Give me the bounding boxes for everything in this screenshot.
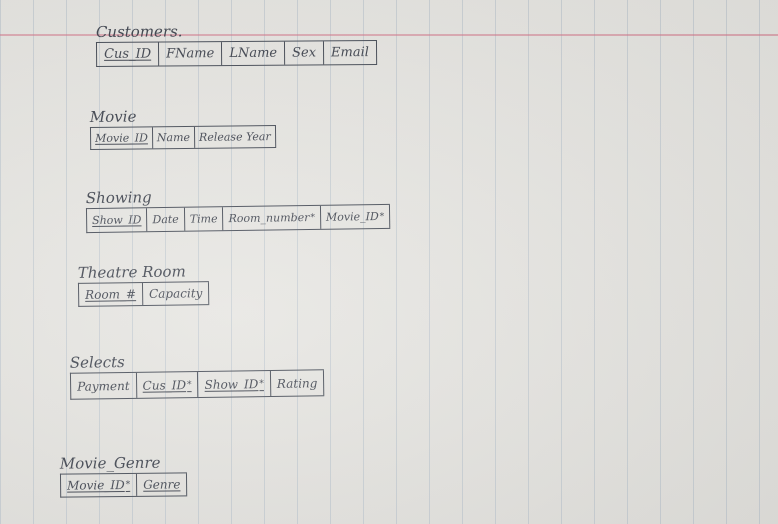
field-cell: Sex: [284, 41, 325, 65]
field-cell: Show_ID: [198, 370, 272, 397]
field-cell: LName: [222, 41, 286, 66]
field-cell: Email: [323, 41, 377, 65]
field-cell: Cus_ID: [96, 42, 160, 66]
table-theatre-room: Theatre Room Room_# Capacity: [77, 262, 210, 307]
field-cell: Movie_ID: [90, 127, 153, 149]
field-cell: Rating: [270, 370, 325, 396]
field-row: Room_# Capacity: [77, 281, 210, 307]
field-cell: Time: [184, 207, 224, 231]
field-cell: Capacity: [142, 282, 210, 306]
field-cell: Payment: [70, 372, 137, 399]
table-title: Movie: [89, 107, 137, 126]
table-title: Showing: [85, 188, 152, 208]
table-title: Theatre Room: [77, 262, 186, 282]
field-cell: Room_number: [223, 205, 322, 231]
table-title: Selects: [69, 353, 125, 372]
table-showing: Showing Show_ID Date Time Room_number Mo…: [85, 187, 391, 234]
field-cell: Cus_ID: [136, 371, 199, 398]
field-row: Payment Cus_ID Show_ID Rating: [69, 369, 325, 400]
table-customers: Customers. Cus_ID FName LName Sex Email: [95, 22, 377, 67]
field-cell: FName: [159, 42, 223, 66]
field-cell: Movie_ID: [320, 204, 391, 229]
field-cell: Name: [152, 126, 196, 149]
field-cell: Show_ID: [86, 208, 148, 233]
table-movie-genre: Movie_Genre Movie_ID Genre: [59, 453, 188, 498]
field-row: Show_ID Date Time Room_number Movie_ID: [85, 203, 391, 234]
field-cell: Movie_ID: [60, 473, 138, 497]
field-cell: Release Year: [194, 126, 276, 148]
table-selects: Selects Payment Cus_ID Show_ID Rating: [70, 352, 325, 400]
table-title: Customers.: [95, 22, 183, 41]
field-cell: Date: [147, 207, 185, 232]
table-movie: Movie Movie_ID Name Release Year: [89, 107, 276, 150]
margin-line: [0, 34, 778, 36]
field-row: Cus_ID FName LName Sex Email: [95, 40, 377, 67]
table-title: Movie_Genre: [59, 453, 161, 473]
field-row: Movie_ID Name Release Year: [89, 125, 276, 150]
field-cell: Genre: [137, 473, 188, 496]
field-cell: Room_#: [78, 283, 144, 306]
field-row: Movie_ID Genre: [59, 472, 188, 498]
